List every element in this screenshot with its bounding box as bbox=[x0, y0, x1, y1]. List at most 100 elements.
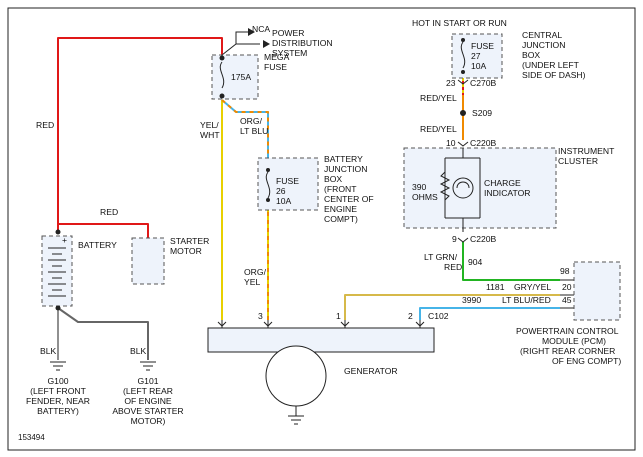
org-yel-label-2: YEL bbox=[244, 277, 260, 287]
pin98-label: 98 bbox=[560, 266, 570, 276]
g101-label-3: OF ENGINE bbox=[124, 396, 172, 406]
g101-label-1: G101 bbox=[137, 376, 158, 386]
mega-fuse-label-2: FUSE bbox=[264, 62, 287, 72]
ltgrn-red-label-1: LT GRN/ bbox=[424, 252, 458, 262]
nca-label: NCA bbox=[252, 24, 270, 34]
ground-g100-icon bbox=[50, 361, 66, 371]
ltgrn-red-label-2: RED bbox=[444, 262, 462, 272]
cjb-label-3: BOX bbox=[522, 50, 540, 60]
bjb-label-2: JUNCTION bbox=[324, 164, 367, 174]
wire-ltblu-red bbox=[419, 307, 560, 320]
yel-wht-label-1: YEL/ bbox=[200, 120, 219, 130]
bjb-label-6: ENGINE bbox=[324, 204, 357, 214]
connector-c220b-bot bbox=[457, 237, 469, 243]
mega-fuse bbox=[211, 54, 259, 100]
bjb-label-5: CENTER OF bbox=[324, 194, 374, 204]
pcm-module bbox=[573, 261, 621, 321]
pcm-label-1: POWERTRAIN CONTROL bbox=[516, 326, 619, 336]
c220b-top-label: C220B bbox=[470, 138, 497, 148]
g100-label-4: BATTERY) bbox=[37, 406, 79, 416]
org-ltblu-label-1: ORG/ bbox=[240, 116, 263, 126]
circuit-904-label: 904 bbox=[468, 257, 483, 267]
g100-label-1: G100 bbox=[47, 376, 68, 386]
pcm-label-3: (RIGHT REAR CORNER bbox=[520, 346, 615, 356]
red-yel-label-1: RED/YEL bbox=[420, 93, 457, 103]
power-dist-label-3: SYSTEM bbox=[272, 48, 307, 58]
ohms-label-1: 390 bbox=[412, 182, 427, 192]
diagram-frame bbox=[7, 7, 636, 451]
bjb-label-3: BOX bbox=[324, 174, 342, 184]
cluster-label-2: CLUSTER bbox=[558, 156, 598, 166]
connector-c220b-top bbox=[457, 141, 469, 147]
generator-label: GENERATOR bbox=[344, 366, 398, 376]
s209-label: S209 bbox=[472, 108, 492, 118]
wire-gry-yel bbox=[344, 294, 560, 320]
instrument-cluster bbox=[403, 147, 557, 232]
wire-red-fuse-battery bbox=[57, 37, 223, 232]
bjb-label-7: COMPT) bbox=[324, 214, 358, 224]
bjb-label-4: (FRONT bbox=[324, 184, 357, 194]
power-dist-label-2: DISTRIBUTION bbox=[272, 38, 333, 48]
starter-label-1: STARTER bbox=[170, 236, 209, 246]
battery-plus: + bbox=[62, 235, 67, 245]
c270b-label: C270B bbox=[470, 78, 497, 88]
g101-label-5: MOTOR) bbox=[131, 416, 166, 426]
connector-c270b bbox=[457, 79, 469, 85]
fuse26-label-1: FUSE bbox=[276, 176, 299, 186]
generator bbox=[207, 320, 435, 425]
pin3-label: 3 bbox=[258, 311, 263, 321]
blk-label-1: BLK bbox=[40, 346, 57, 356]
org-yel-label-1: ORG/ bbox=[244, 267, 267, 277]
fuse27-label-3: 10A bbox=[471, 61, 487, 71]
fuse27-label-1: FUSE bbox=[471, 41, 494, 51]
g100-label-3: FENDER, NEAR bbox=[26, 396, 90, 406]
fuse-26-box bbox=[257, 157, 319, 211]
battery bbox=[41, 229, 73, 311]
starter-label-2: MOTOR bbox=[170, 246, 202, 256]
wire-power-dist bbox=[235, 31, 248, 44]
ltblu-red-label: LT BLU/RED bbox=[502, 295, 551, 305]
c220b-bot-label: C220B bbox=[470, 234, 497, 244]
g100-label-2: (LEFT FRONT bbox=[30, 386, 86, 396]
pin23-label: 23 bbox=[446, 78, 456, 88]
wire-org-ltblu-stripe bbox=[221, 99, 269, 170]
arrow-power-icon bbox=[248, 28, 255, 36]
red-label-top: RED bbox=[36, 120, 54, 130]
fuse26-label-2: 26 bbox=[276, 186, 286, 196]
mega-fuse-rating: 175A bbox=[231, 72, 251, 82]
pcm-label-2: MODULE (PCM) bbox=[542, 336, 606, 346]
red-label-batt: RED bbox=[100, 207, 118, 217]
red-yel-label-2: RED/YEL bbox=[420, 124, 457, 134]
wire-blk-g101 bbox=[57, 307, 149, 360]
splice-s209 bbox=[460, 110, 466, 116]
cluster-label-1: INSTRUMENT bbox=[558, 146, 615, 156]
g101-label-4: ABOVE STARTER bbox=[112, 406, 183, 416]
charge-label-1: CHARGE bbox=[484, 178, 521, 188]
cjb-label-4: (UNDER LEFT bbox=[522, 60, 580, 70]
pin9-label: 9 bbox=[452, 234, 457, 244]
cjb-label-1: CENTRAL bbox=[522, 30, 562, 40]
yel-wht-label-2: WHT bbox=[200, 130, 220, 140]
circuit-3990-label: 3990 bbox=[462, 295, 481, 305]
power-dist-label-1: POWER bbox=[272, 28, 304, 38]
gry-yel-label: GRY/YEL bbox=[514, 282, 551, 292]
g101-label-2: (LEFT REAR bbox=[123, 386, 173, 396]
org-ltblu-label-2: LT BLU bbox=[240, 126, 268, 136]
battery-label: BATTERY bbox=[78, 240, 117, 250]
pin45-label: 45 bbox=[562, 295, 572, 305]
wire-pcm-pins bbox=[560, 279, 574, 309]
pin2-label: 2 bbox=[408, 311, 413, 321]
hot-label: HOT IN START OR RUN bbox=[412, 18, 507, 28]
wire-nca bbox=[221, 43, 260, 56]
fuse26-label-3: 10A bbox=[276, 196, 292, 206]
pin20-label: 20 bbox=[562, 282, 572, 292]
c102-label: C102 bbox=[428, 311, 449, 321]
fuse27-label-2: 27 bbox=[471, 51, 481, 61]
wire-ltgrn-red bbox=[462, 242, 560, 281]
pcm-label-4: OF ENG COMPT) bbox=[552, 356, 621, 366]
diagram-id: 153494 bbox=[18, 433, 45, 442]
ohms-label-2: OHMS bbox=[412, 192, 438, 202]
pin10-label: 10 bbox=[446, 138, 456, 148]
circuit-1181-label: 1181 bbox=[486, 282, 505, 292]
